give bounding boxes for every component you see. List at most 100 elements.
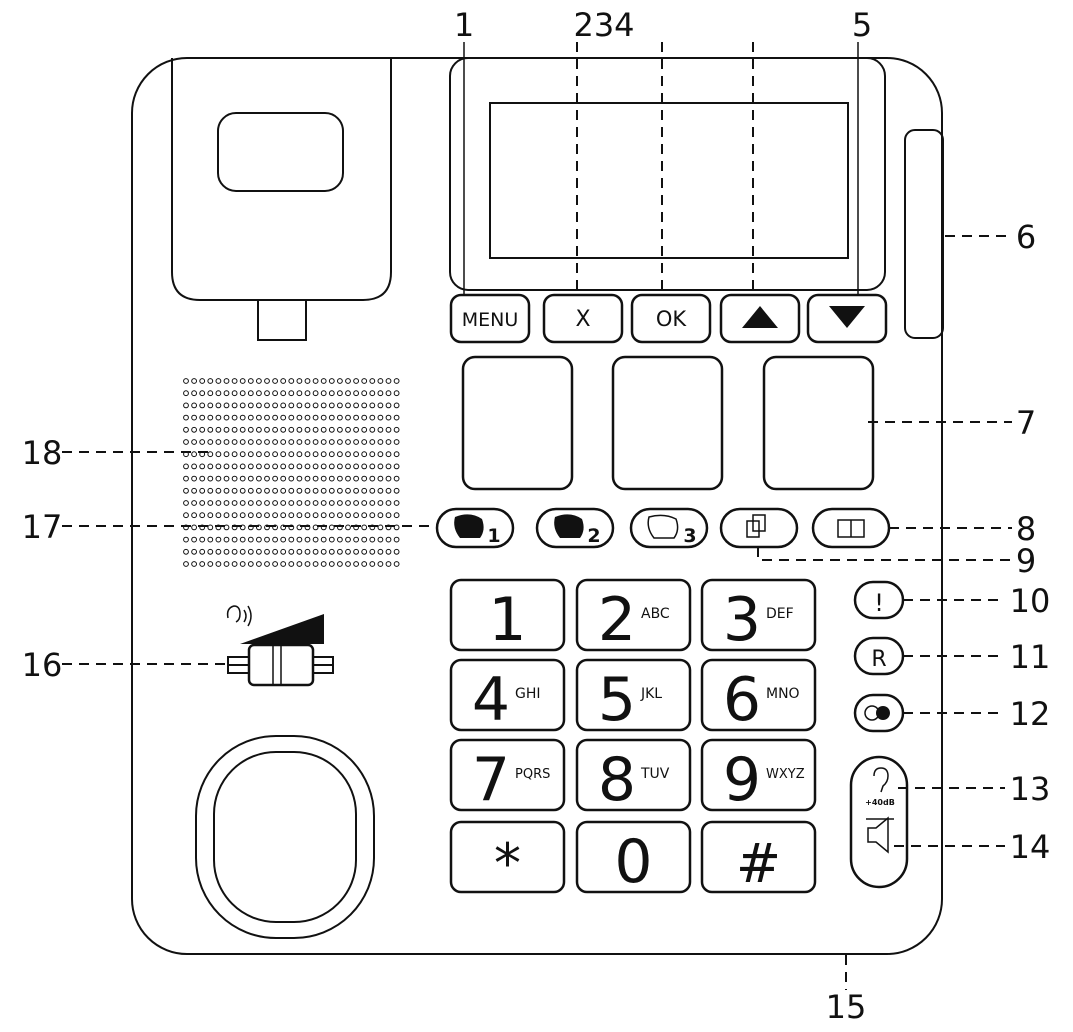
grille-hole (239, 390, 246, 397)
grille-hole (377, 451, 384, 458)
grille-hole (256, 414, 262, 421)
grille-hole (215, 451, 222, 458)
grille-hole (247, 439, 254, 445)
grille-hole (247, 548, 254, 555)
keypad-key[interactable]: # (700, 820, 817, 895)
grille-hole (239, 561, 246, 567)
grille-hole (183, 414, 189, 421)
grille-hole (256, 426, 262, 433)
grille-hole (223, 524, 230, 531)
grille-hole (393, 548, 400, 555)
grille-hole (353, 561, 360, 567)
grille-hole (377, 524, 384, 531)
grille-hole (312, 414, 319, 421)
grille-hole (199, 512, 206, 519)
handset-earpiece (217, 112, 344, 192)
photo-memory-button-3[interactable] (762, 355, 875, 491)
grille-hole (231, 500, 238, 506)
grille-hole (393, 500, 400, 506)
grille-hole (296, 463, 303, 470)
grille-hole (304, 390, 311, 397)
grille-hole (223, 500, 230, 506)
grille-hole (288, 463, 295, 470)
grille-hole (272, 512, 279, 519)
alarm-button[interactable]: ! (853, 580, 905, 620)
grille-hole (264, 414, 270, 421)
keypad-digit: 4 (472, 665, 510, 735)
grille-hole (361, 390, 368, 397)
grille-hole (312, 390, 319, 397)
grille-hole (223, 536, 230, 543)
ok-button[interactable]: OK (630, 293, 712, 344)
grille-hole (239, 475, 246, 482)
grille-hole (361, 536, 368, 543)
grille-hole (345, 390, 351, 397)
phonebook-button[interactable] (811, 507, 891, 549)
boost-speaker-button[interactable]: +40dB (849, 755, 909, 889)
memory-button-2[interactable]: 2 (535, 507, 615, 549)
grille-hole (393, 402, 400, 409)
photo-memory-button-2[interactable] (611, 355, 724, 491)
callout-5: 5 (852, 6, 872, 44)
down-button[interactable] (806, 293, 888, 344)
photo-memory-button-1[interactable] (461, 355, 574, 491)
volume-slider[interactable] (226, 605, 334, 687)
grille-hole (393, 426, 400, 433)
grille-hole (223, 390, 230, 397)
grille-hole (288, 451, 295, 458)
grille-hole (280, 500, 287, 506)
grille-hole (296, 487, 303, 494)
keypad-key[interactable]: 1 (449, 578, 566, 655)
grille-hole (353, 414, 360, 421)
keypad-key[interactable]: 0 (575, 820, 692, 897)
redial-list-button[interactable] (719, 507, 799, 549)
grille-hole (231, 378, 238, 384)
grille-hole (272, 402, 279, 409)
grille-hole (320, 402, 327, 409)
grille-hole (337, 561, 343, 567)
grille-hole (337, 487, 343, 494)
grille-hole (328, 524, 335, 531)
grille-hole (312, 548, 319, 555)
grille-hole (223, 451, 230, 458)
memory-button-3[interactable]: 3 (629, 507, 709, 549)
grille-hole (361, 414, 368, 421)
grille-hole (272, 487, 279, 494)
menu-button[interactable]: MENU (449, 293, 531, 344)
grille-hole (337, 426, 343, 433)
grille-hole (191, 524, 198, 531)
keypad-key[interactable]: * (449, 820, 566, 895)
grille-hole (239, 463, 246, 470)
grille-hole (312, 536, 319, 543)
grille-hole (296, 561, 303, 567)
keypad-key-outline (700, 820, 817, 894)
grille-hole (353, 463, 360, 470)
mute-button[interactable] (853, 693, 905, 733)
recall-button[interactable]: R (853, 636, 905, 676)
ringer-light (904, 129, 944, 339)
keypad-key-outline (575, 738, 692, 812)
alarm-button-label: ! (874, 589, 884, 617)
grille-hole (385, 390, 392, 397)
grille-hole (312, 426, 319, 433)
grille-hole (264, 512, 270, 519)
keypad-digit: # (736, 832, 781, 895)
grille-hole (385, 475, 392, 482)
grille-hole (231, 439, 238, 445)
grille-hole (304, 512, 311, 519)
handset-cradle (171, 58, 392, 301)
grille-hole (199, 536, 206, 543)
grille-hole (191, 426, 198, 433)
memory-button-1[interactable]: 1 (435, 507, 515, 549)
up-button[interactable] (719, 293, 801, 344)
cancel-button[interactable]: X (542, 293, 624, 344)
grille-hole (296, 439, 303, 445)
